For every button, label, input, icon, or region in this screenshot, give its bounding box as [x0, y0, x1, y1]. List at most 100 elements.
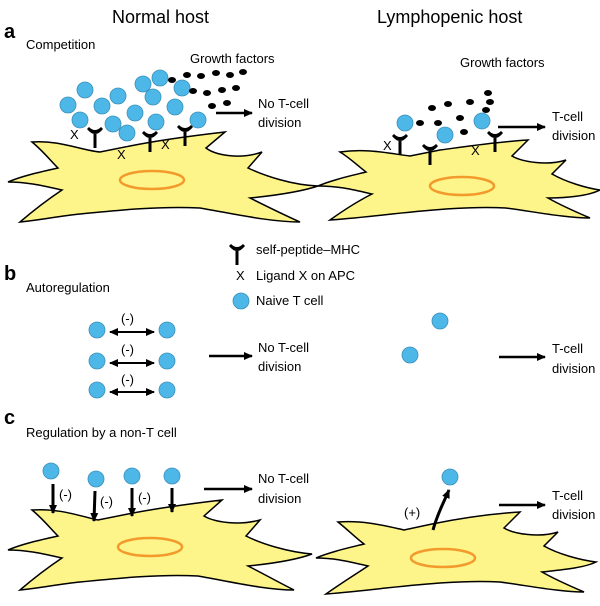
naive-tcell [436, 126, 454, 144]
naive-tcell [42, 462, 60, 480]
panel-b-title: Autoregulation [26, 280, 110, 295]
svg-text:(-): (-) [121, 372, 134, 387]
self-peptide-mhc-icon [87, 127, 103, 148]
growth-factor-group [416, 90, 494, 135]
svg-text:(-): (-) [138, 490, 151, 505]
growth-factor [456, 115, 464, 121]
panel-c-letter: c [4, 407, 15, 429]
outcome-b-right-line1: T-cell [552, 341, 583, 356]
receptor-group-a-right [392, 131, 503, 165]
naive-tcell [147, 113, 165, 131]
naive-tcell [144, 88, 162, 106]
apc-cell [315, 511, 599, 595]
growth-factor [203, 90, 211, 96]
growth-factor [232, 85, 240, 91]
self-peptide-mhc-icon [177, 125, 193, 146]
naive-tcell [158, 381, 176, 399]
naive-tcell [87, 470, 105, 488]
header-normal-host: Normal host [112, 7, 209, 27]
apc-cell [7, 130, 319, 223]
naive-tcell [158, 352, 176, 370]
naive-tcell [71, 111, 89, 129]
growth-factor [486, 99, 494, 105]
apc-cell [7, 498, 313, 591]
apc-nucleus [409, 547, 477, 569]
ligand-x-mark: X [70, 127, 79, 142]
naive-tcell [59, 96, 77, 114]
growth-factors-label-right: Growth factors [460, 55, 545, 70]
self-peptide-mhc-icon [487, 131, 503, 152]
growth-factor [212, 70, 220, 76]
outcome-b-right-line2: division [552, 361, 595, 376]
self-peptide-mhc-icon [422, 144, 438, 165]
growth-factor [482, 107, 490, 113]
naive-tcell [88, 352, 106, 370]
svg-text:(-): (-) [121, 342, 134, 357]
growth-factor [434, 120, 442, 126]
naive-tcell [189, 111, 207, 129]
outcome-c-left-line2: division [258, 491, 301, 506]
naive-tcell [93, 97, 111, 115]
outcome-c-left-line1: No T-cell [258, 471, 309, 486]
legend-tcell-icon [232, 292, 250, 310]
legend-x-icon: X [236, 268, 245, 283]
naive-tcell [76, 81, 94, 99]
receptor-group-a-left [87, 125, 193, 152]
naive-tcell [104, 115, 122, 133]
naive-tcell-group [396, 112, 491, 144]
apc-nucleus [428, 175, 496, 197]
naive-tcell [151, 69, 169, 87]
growth-factor [168, 77, 176, 83]
autoregulation-row: (-) [88, 342, 176, 370]
growth-factor [197, 73, 205, 79]
naive-tcell [123, 467, 141, 485]
apc-nucleus [118, 169, 186, 191]
ligand-x-mark: X [117, 147, 126, 162]
naive-tcell [173, 79, 191, 97]
self-peptide-mhc-icon [392, 134, 408, 155]
naive-tcell [396, 114, 414, 132]
growth-factor [208, 103, 216, 109]
growth-factor [223, 100, 231, 106]
naive-tcell [88, 381, 106, 399]
downregulation-signals: (-) (-) (-) [42, 462, 181, 522]
growth-factor [183, 72, 191, 78]
growth-factor [189, 88, 197, 94]
outcome-c-right-line1: T-cell [552, 488, 583, 503]
ligand-x-mark: X [161, 137, 170, 152]
growth-factor [428, 105, 436, 111]
svg-text:(-): (-) [121, 311, 134, 326]
growth-factor [444, 101, 452, 107]
outcome-b-left-line2: division [258, 359, 301, 374]
ligand-x-mark: X [471, 143, 480, 158]
growth-factor [460, 129, 468, 135]
apc-membrane [317, 139, 600, 221]
legend-ligand: Ligand X on APC [256, 268, 355, 283]
outcome-a-right-line1: T-cell [552, 109, 583, 124]
outcome-a-right-line2: division [552, 128, 595, 143]
plus-sign: (+) [404, 505, 420, 520]
apc-nucleus [116, 536, 184, 558]
autoregulation-row: (-) [88, 311, 176, 339]
apc-cell [317, 139, 600, 221]
naive-tcell [473, 112, 491, 130]
header-lymphopenic-host: Lymphopenic host [377, 7, 522, 27]
apc-membrane [7, 130, 319, 223]
legend-naive: Naive T cell [256, 293, 324, 308]
growth-factor [239, 69, 247, 75]
panel-c-title: Regulation by a non-T cell [26, 425, 177, 440]
apc-membrane [315, 511, 599, 595]
autoregulation-row: (-) [88, 372, 176, 399]
naive-tcell [118, 124, 136, 142]
naive-tcell [401, 346, 419, 364]
upregulation-arrow [431, 489, 451, 531]
growth-factor-group [168, 69, 247, 109]
self-peptide-mhc-icon [142, 131, 158, 152]
growth-factor [484, 90, 492, 96]
growth-factor [466, 99, 474, 105]
panel-a-title: Competition [26, 37, 95, 52]
growth-factor [226, 72, 234, 78]
naive-tcell [134, 75, 152, 93]
naive-tcell [441, 468, 459, 486]
